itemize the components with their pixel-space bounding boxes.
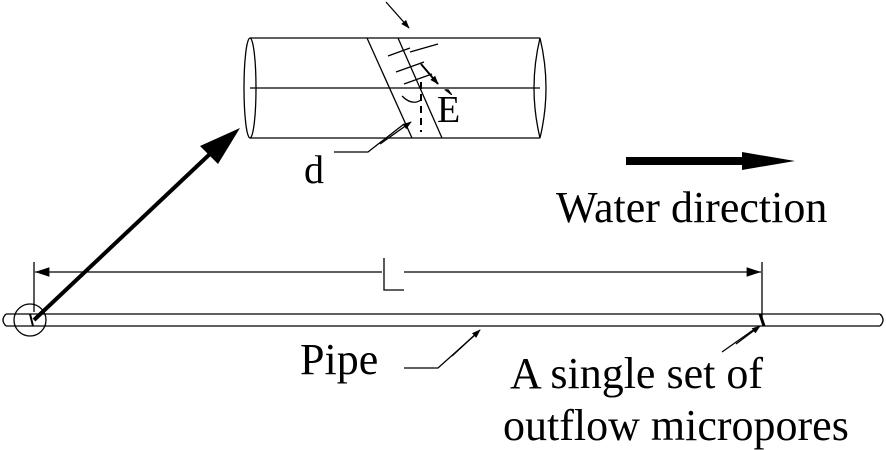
zoom-arrow-head [200,128,240,164]
pipe-label: Pipe [300,335,378,384]
channel-tick-2 [395,61,425,73]
pipe-leader-line [404,333,477,369]
micropores-label-line2: outflow micropores [503,401,849,450]
pipe-left-end [2,313,7,327]
width-arrow-bottom [420,63,439,85]
d-leader-arrow [379,121,412,145]
cylinder-right-end-outer [539,37,547,139]
micropores-leader-line [721,327,757,353]
micropore-wall-left [366,37,413,139]
channel-tick-4 [409,43,439,53]
water-direction-label: Water direction [556,183,827,232]
theta-label: È [437,89,460,131]
angle-arc [401,95,422,103]
micropores-leader-arrow [735,325,761,345]
cylinder-right-end-inner [533,37,541,139]
micropores-label-line1: A single set of [510,349,763,398]
enlarged-pipe-section [243,1,547,153]
water-direction-arrow-head [742,152,795,170]
pipe [2,303,884,337]
pipe-leader-arrow [451,329,481,357]
pipe-right-end [879,313,884,327]
l-symbol-mark [383,258,404,291]
channel-tick-1 [387,47,411,57]
zoom-circle [13,303,47,337]
micropore-mark-left [29,313,34,327]
micropore-mark-right [758,313,766,327]
d-label: d [304,147,324,192]
d-leader-line [334,123,405,153]
cylinder-left-end [243,37,257,139]
zoom-arrow-shaft [32,150,214,322]
channel-tick-3 [403,73,433,85]
width-arrow-top [385,1,410,29]
water-direction-arrow-shaft [626,157,744,165]
